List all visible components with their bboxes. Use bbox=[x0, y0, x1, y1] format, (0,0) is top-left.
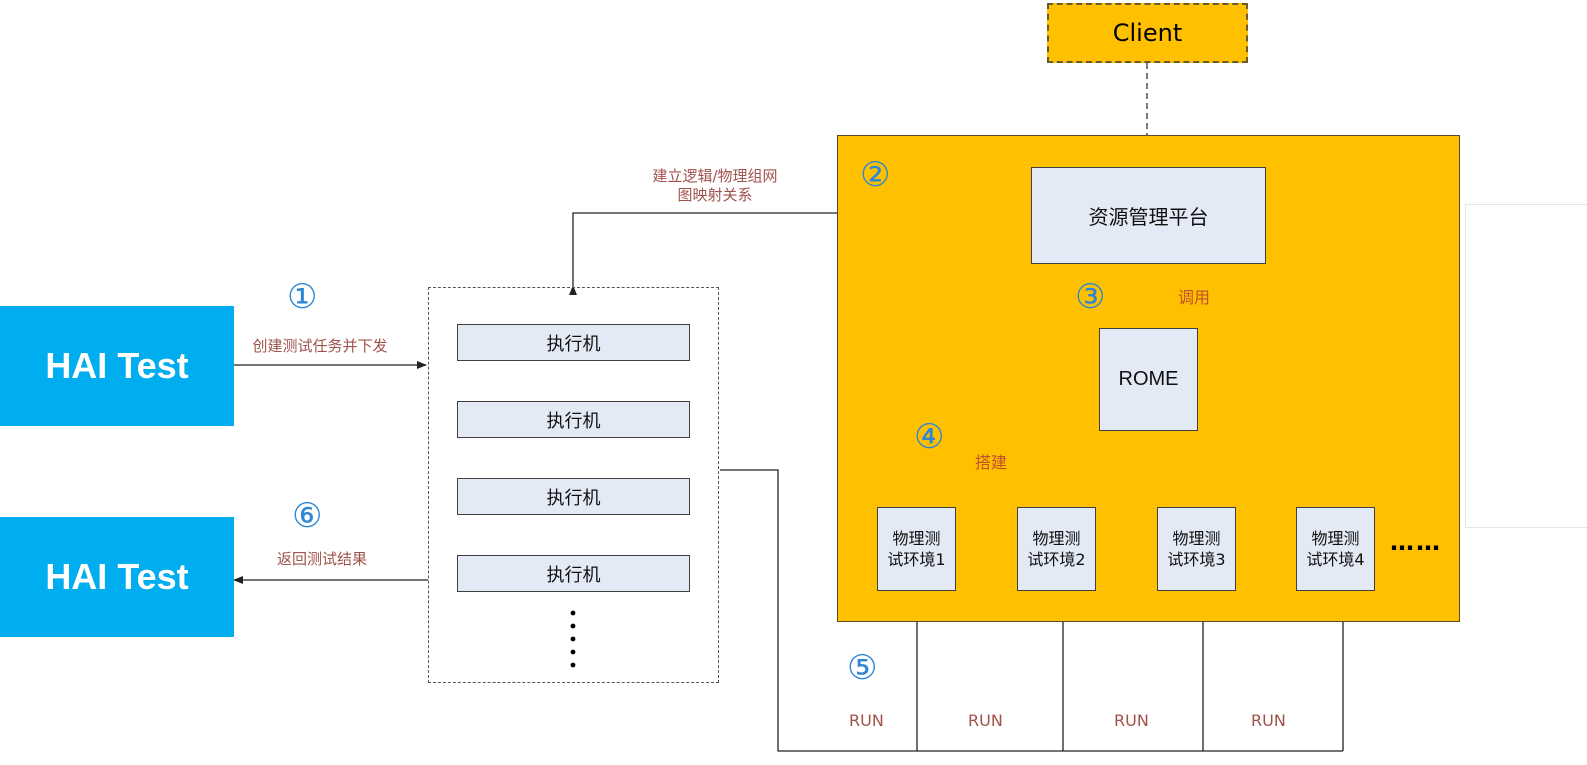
step-2: ② bbox=[860, 155, 891, 195]
hai-test-top-label: HAI Test bbox=[45, 345, 189, 386]
run-label-3: RUN bbox=[1114, 711, 1149, 730]
step-5: ⑤ bbox=[847, 648, 878, 688]
executor-2: 执行机 bbox=[457, 401, 690, 438]
run-bus-line bbox=[720, 469, 1343, 752]
side-panel bbox=[1465, 204, 1587, 528]
step-1: ① bbox=[287, 277, 318, 317]
client-box: Client bbox=[1047, 3, 1248, 63]
invoke-label: 调用 bbox=[1178, 288, 1211, 307]
executor-label: 执行机 bbox=[546, 564, 601, 586]
hai-test-top: HAI Test bbox=[0, 306, 234, 426]
run-label-1: RUN bbox=[849, 711, 884, 730]
step-4: ④ bbox=[914, 417, 945, 457]
executor-more-dots bbox=[570, 610, 576, 668]
phys-env-1: 物理测 试环境1 bbox=[877, 507, 956, 591]
executor-label: 执行机 bbox=[546, 333, 601, 355]
phys-env-3: 物理测 试环境3 bbox=[1157, 507, 1236, 591]
phys-env-4: 物理测 试环境4 bbox=[1296, 507, 1375, 591]
executor-1: 执行机 bbox=[457, 324, 690, 361]
phys-env-label: 物理测 试环境4 bbox=[1306, 529, 1365, 569]
step-6: ⑥ bbox=[292, 496, 323, 536]
executor-4: 执行机 bbox=[457, 555, 690, 592]
rome-label: ROME bbox=[1118, 368, 1179, 390]
hai-test-bottom-label: HAI Test bbox=[45, 556, 189, 597]
phys-env-2: 物理测 试环境2 bbox=[1017, 507, 1096, 591]
resource-platform-node: 资源管理平台 bbox=[1031, 167, 1266, 264]
return-result-label: 返回测试结果 bbox=[276, 550, 367, 568]
phys-env-more: …… bbox=[1390, 528, 1442, 556]
rome-node: ROME bbox=[1099, 328, 1198, 431]
phys-env-label: 物理测 试环境2 bbox=[1027, 529, 1086, 569]
resource-platform-label: 资源管理平台 bbox=[1088, 205, 1209, 229]
run-label-4: RUN bbox=[1251, 711, 1286, 730]
phys-env-label: 物理测 试环境3 bbox=[1167, 529, 1226, 569]
create-task-label: 创建测试任务并下发 bbox=[252, 337, 388, 355]
client-label: Client bbox=[1112, 19, 1183, 47]
build-label: 搭建 bbox=[975, 453, 1008, 472]
run-label-2: RUN bbox=[968, 711, 1003, 730]
hai-test-bottom: HAI Test bbox=[0, 517, 234, 637]
phys-env-label: 物理测 试环境1 bbox=[887, 529, 946, 569]
executor-label: 执行机 bbox=[546, 487, 601, 509]
step-3: ③ bbox=[1075, 277, 1106, 317]
executor-3: 执行机 bbox=[457, 478, 690, 515]
mapping-label: 建立逻辑/物理组网 图映射关系 bbox=[652, 167, 778, 204]
executor-group bbox=[428, 287, 719, 683]
executor-label: 执行机 bbox=[546, 410, 601, 432]
